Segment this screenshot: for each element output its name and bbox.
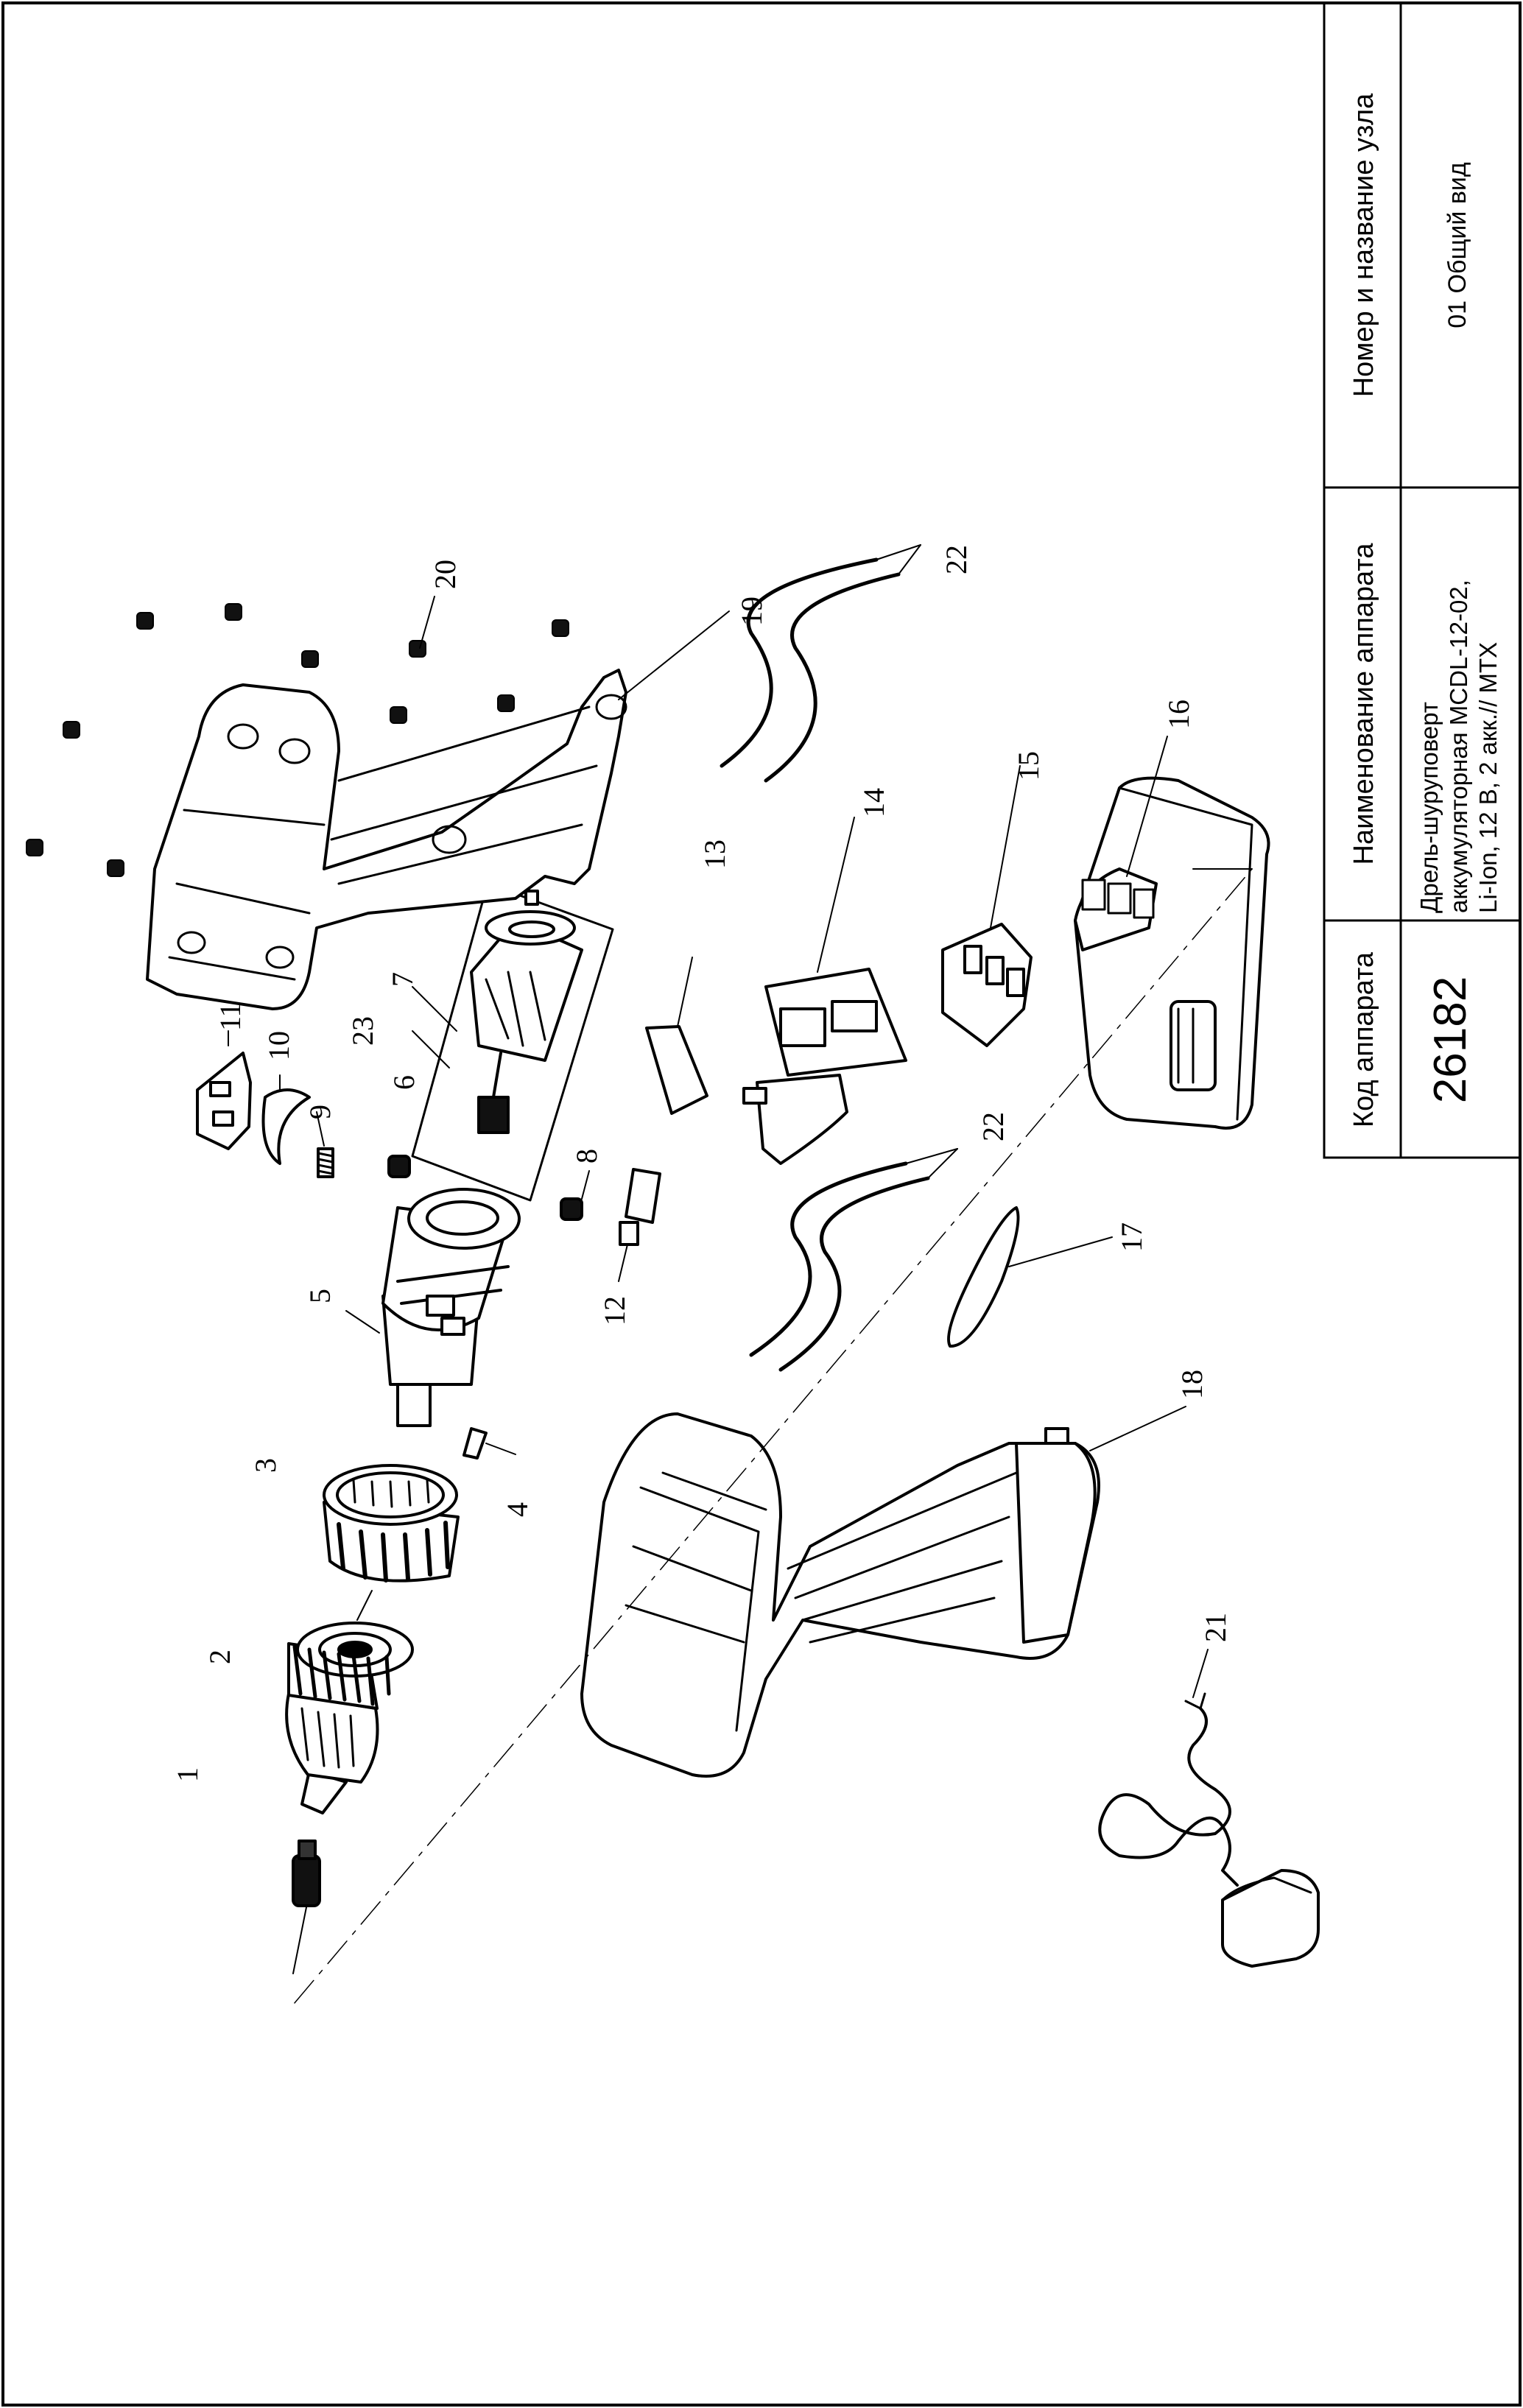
callout-4: 4 [501,1502,534,1517]
callout-6: 6 [387,1075,421,1090]
title-block: Код аппарата 26182 Наименование аппарата… [1323,1,1522,1159]
name-line-3: Li-Ion, 12 В, 2 акк.// MTX [1474,642,1502,913]
callout-20: 20 [429,560,462,589]
callout-16: 16 [1162,700,1195,729]
callout-15: 15 [1012,751,1045,781]
part-17-strap [947,1206,1113,1348]
part-5-gearbox [345,1188,521,1427]
part-19-housing-half [146,610,730,1010]
callout-7: 7 [386,972,419,987]
callout-13: 13 [698,839,731,869]
part-2-chuck [285,1622,414,1814]
callout-19: 19 [735,596,768,626]
part-11-slider [196,1030,252,1150]
part-1-screw [292,1840,321,1974]
part-21-charger [1098,1649,1320,1968]
part-23-motor-assembly [411,882,614,1202]
part-18-drill-assembled [580,1406,1186,1778]
callout-17: 17 [1115,1222,1148,1252]
callout-14: 14 [857,788,890,817]
callout-8: 8 [570,1149,603,1163]
name-line-2: аккумуляторная MCDL-12-02, [1445,580,1472,913]
callout-1: 1 [171,1767,204,1782]
part-3-torque-ring [323,1464,460,1621]
part-13-plate [645,957,708,1115]
name-line-1: Дрель-шуруповерт [1415,702,1443,913]
part-9-spring [316,1111,334,1178]
part-22-wires [720,544,958,1372]
callout-21: 21 [1199,1613,1232,1642]
callout-22-lower: 22 [977,1112,1010,1141]
callout-9: 9 [303,1105,337,1119]
part-10-wire-clip [261,1074,311,1165]
part-16-battery [1074,736,1270,1130]
callout-22-upper: 22 [940,545,973,574]
part-8-screws [387,1155,590,1221]
unit-header: Номер и название узла [1348,93,1379,397]
callout-10: 10 [262,1031,295,1060]
part-6-pinion [477,1096,510,1134]
callout-5: 5 [303,1289,337,1303]
part-15-terminal [941,765,1033,1047]
assembly-axis [294,868,1253,2004]
callout-23: 23 [346,1016,379,1046]
callout-12: 12 [598,1296,631,1326]
callouts: 1 2 3 4 5 6 7 8 9 10 11 12 13 14 15 16 1… [171,545,1232,1782]
callout-11: 11 [214,1002,247,1031]
unit-value: 01 Общий вид [1443,162,1471,328]
part-14-trigger-switch [742,817,907,1165]
name-header: Наименование аппарата [1348,543,1379,865]
part-20-screws [26,596,569,877]
part-12-led-board [618,1168,661,1282]
part-4-clip [462,1427,516,1460]
callout-18: 18 [1175,1370,1209,1399]
callout-3: 3 [249,1458,282,1473]
part-7-motor [470,890,583,1099]
code-header: Код аппарата [1348,951,1379,1127]
code-value: 26182 [1425,976,1476,1103]
callout-2: 2 [203,1650,236,1664]
